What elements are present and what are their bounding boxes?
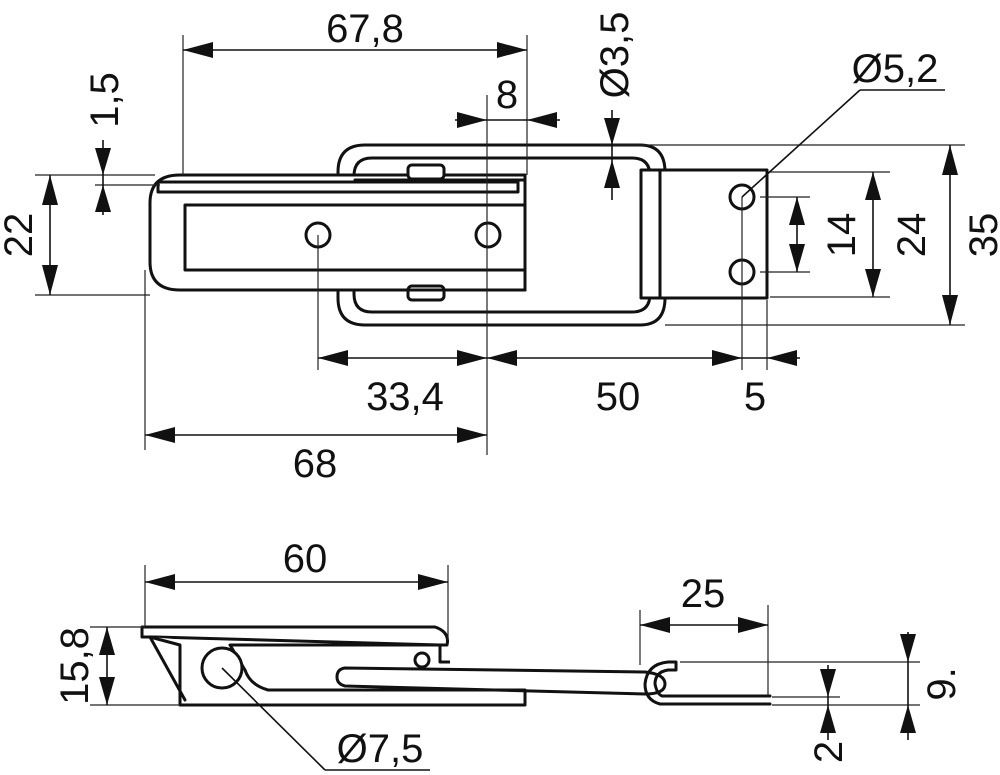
rivet-hole-right (474, 221, 502, 249)
dim-dia-3-5: Ø3,5 (593, 12, 637, 99)
side-rivet (413, 651, 431, 669)
dim-68: 68 (293, 442, 338, 486)
dim-dia-7-5: Ø7,5 (337, 727, 424, 771)
wire-loop-inner (352, 156, 652, 314)
side-view: 60 15,8 25 9. 2 Ø7,5 (53, 537, 964, 771)
dim-1-5: 1,5 (83, 72, 127, 128)
latch-body (149, 635, 527, 707)
dim-60: 60 (283, 537, 328, 581)
lever-plate (140, 625, 449, 647)
dim-9: 9. (920, 667, 964, 700)
wire-hook (335, 666, 667, 696)
latch-plate-inner-edge (156, 180, 520, 194)
dim-24: 24 (890, 213, 934, 258)
keeper-side (643, 660, 772, 706)
dim-dia-5-2: Ø5,2 (852, 47, 939, 91)
dim-50: 50 (596, 375, 641, 419)
dim-35: 35 (962, 213, 1000, 258)
dim-25: 25 (681, 572, 726, 616)
latch-rib (183, 203, 527, 272)
dim-33-4: 33,4 (366, 375, 444, 419)
pivot-clip-top (406, 163, 446, 181)
pivot-clip-bottom (406, 284, 446, 302)
dim-2: 2 (807, 741, 851, 763)
wire-loop-outer (336, 143, 667, 327)
dim-22: 22 (0, 213, 41, 258)
dim-15-8: 15,8 (53, 627, 97, 705)
dim-8: 8 (496, 73, 518, 117)
dim-67-8: 67,8 (326, 7, 404, 51)
dim-14: 14 (820, 213, 864, 258)
dim-5: 5 (744, 375, 766, 419)
top-view: 67,8 8 Ø3,5 Ø5,2 1,5 22 14 24 (0, 7, 1000, 486)
